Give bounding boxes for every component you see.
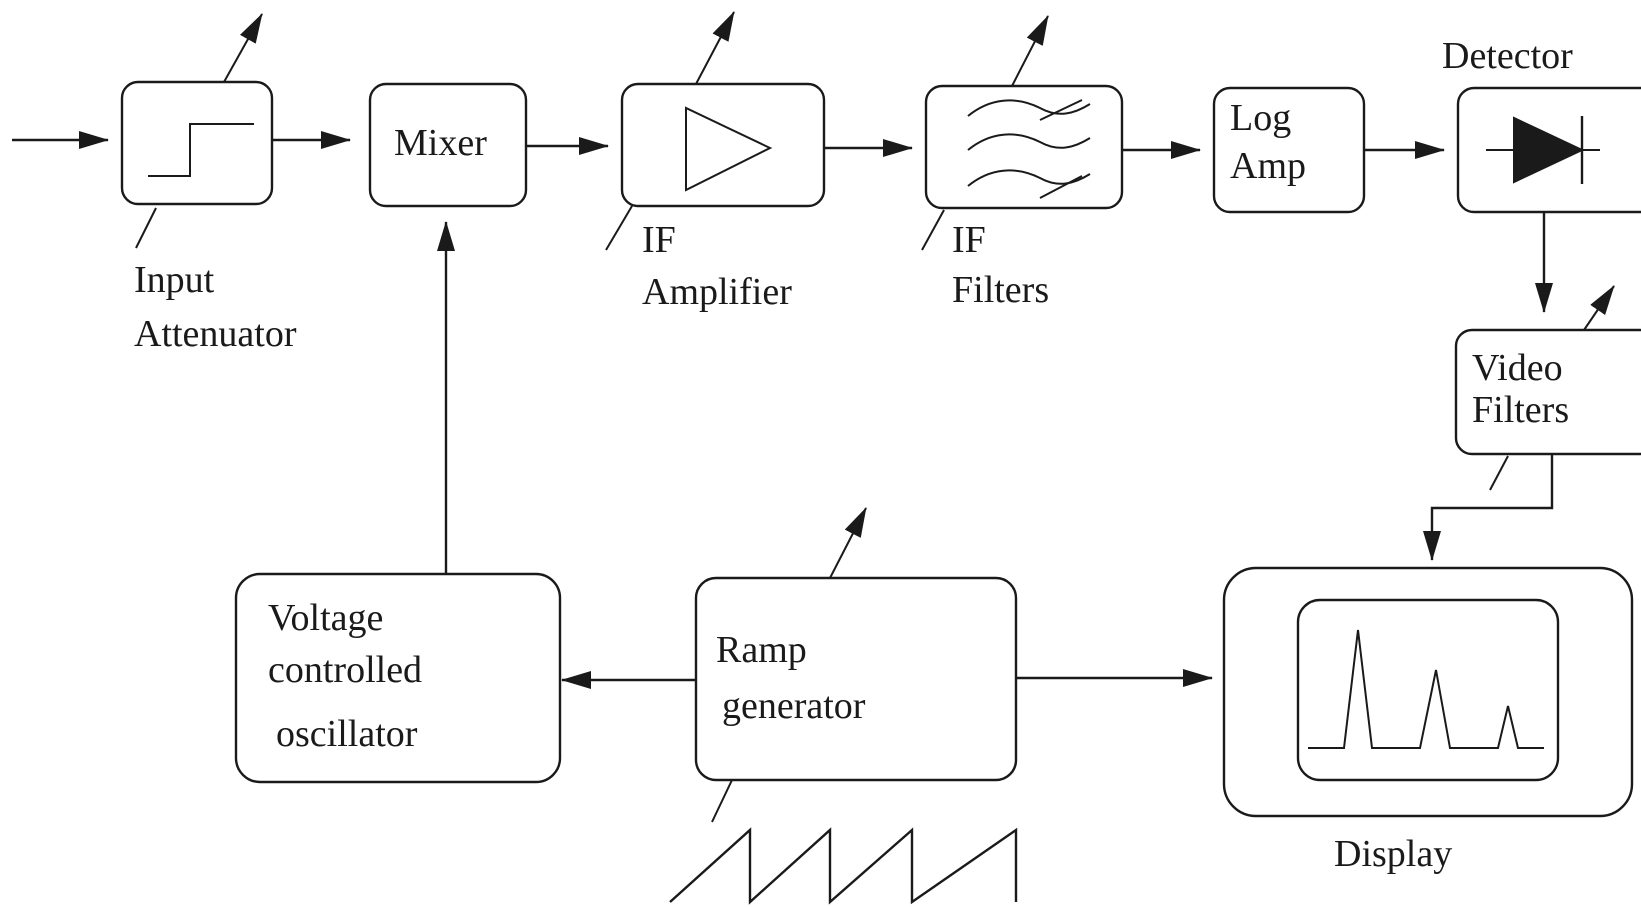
adjust-tail — [135, 207, 157, 249]
adjust-arrow — [1583, 285, 1615, 331]
input-attenuator-label-2: Attenuator — [134, 313, 297, 355]
adjust-arrow — [829, 507, 867, 579]
input-attenuator-label-1: Input — [134, 259, 215, 301]
if-filters-label-1: IF — [952, 219, 986, 261]
video-filters-label-1: Video — [1472, 347, 1563, 389]
detector-label: Detector — [1442, 35, 1573, 77]
display-label: Display — [1334, 833, 1452, 875]
spectrum-trace-icon — [1308, 629, 1544, 749]
diode-icon — [1486, 116, 1600, 184]
adjust-tail — [921, 209, 945, 251]
adjust-arrow — [695, 11, 735, 85]
step-icon — [148, 123, 254, 177]
input-attenuator-block: Input Attenuator — [120, 13, 297, 355]
video-filters-label-2: Filters — [1472, 389, 1569, 431]
if-filters-block: IF Filters — [921, 15, 1124, 311]
vco-label-2: controlled — [268, 649, 422, 691]
if-amplifier-block: IF Amplifier — [605, 11, 826, 313]
log-amp-label-2: Amp — [1230, 145, 1306, 187]
if-amplifier-label-2: Amplifier — [642, 271, 792, 313]
adjust-tail — [605, 205, 633, 251]
display-block: Display — [1222, 566, 1634, 875]
video-to-display-arrow — [1423, 454, 1554, 561]
adjust-tail — [711, 779, 733, 823]
vco-block: Voltage controlled oscillator — [234, 572, 562, 784]
ramp-generator-label-2: generator — [722, 685, 866, 727]
adjust-arrow — [1011, 15, 1049, 87]
if-filters-label-2: Filters — [952, 269, 1049, 311]
ramp-generator-label-1: Ramp — [716, 629, 807, 671]
amplifier-triangle-icon — [685, 106, 773, 192]
mixer-block: Mixer — [368, 82, 528, 208]
adjust-arrow — [223, 13, 263, 83]
log-amp-label-1: Log — [1230, 97, 1291, 139]
mixer-label: Mixer — [394, 122, 487, 164]
video-filters-block: Video Filters — [1454, 285, 1641, 491]
detector-block: Detector — [1442, 35, 1641, 214]
log-amp-block: Log Amp — [1212, 86, 1366, 214]
vco-label-1: Voltage — [268, 597, 383, 639]
ramp-generator-block: Ramp generator — [669, 507, 1018, 905]
vco-label-3: oscillator — [276, 713, 418, 755]
adjust-tail — [1489, 455, 1509, 491]
if-amplifier-label-1: IF — [642, 219, 676, 261]
sawtooth-waveform-icon — [669, 827, 1018, 905]
filter-waves-icon — [967, 99, 1091, 199]
